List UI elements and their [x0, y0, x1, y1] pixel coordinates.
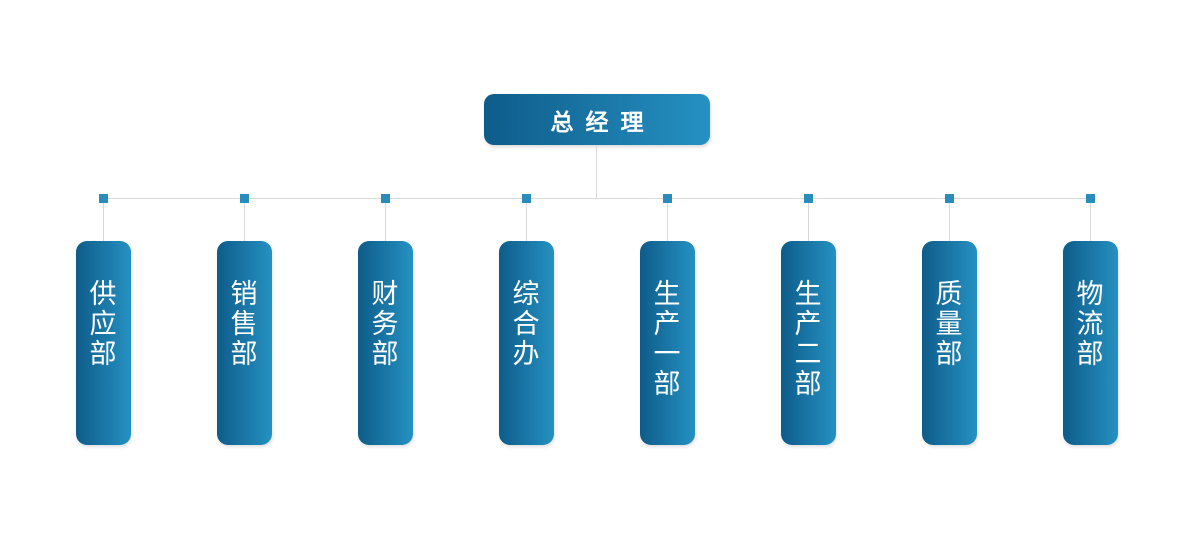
connector-node-icon: [521, 194, 531, 203]
dept-column-production-1: 生产一部: [639, 194, 695, 445]
dept-label: 生产二部: [794, 279, 822, 400]
connector-node-icon: [803, 194, 813, 203]
dept-box-quality: 质量部: [921, 241, 977, 445]
dept-box-general-office: 综合办: [498, 241, 554, 445]
dept-box-sales: 销售部: [216, 241, 272, 445]
drop-connector-line: [102, 203, 104, 241]
dept-column-finance: 财务部: [357, 194, 413, 445]
dept-label: 销售部: [230, 279, 258, 370]
dept-column-sales: 销售部: [216, 194, 272, 445]
dept-column-supply: 供应部: [75, 194, 131, 445]
drop-connector-line: [666, 203, 668, 241]
root-node-label: 总经理: [550, 109, 656, 136]
dept-label: 综合办: [512, 279, 540, 370]
horizontal-connector-line: [103, 198, 1090, 199]
dept-label: 质量部: [935, 279, 963, 370]
root-node-general-manager: 总经理: [484, 94, 710, 145]
dept-label: 财务部: [371, 279, 399, 370]
drop-connector-line: [948, 203, 950, 241]
connector-node-icon: [662, 194, 672, 203]
root-connector-line: [596, 145, 597, 198]
connector-node-icon: [1085, 194, 1095, 203]
dept-box-logistics: 物流部: [1062, 241, 1118, 445]
drop-connector-line: [525, 203, 527, 241]
dept-column-general-office: 综合办: [498, 194, 554, 445]
dept-column-production-2: 生产二部: [780, 194, 836, 445]
dept-label: 生产一部: [653, 279, 681, 400]
connector-node-icon: [239, 194, 249, 203]
dept-column-logistics: 物流部: [1062, 194, 1118, 445]
drop-connector-line: [243, 203, 245, 241]
drop-connector-line: [1089, 203, 1091, 241]
drop-connector-line: [807, 203, 809, 241]
dept-box-supply: 供应部: [75, 241, 131, 445]
dept-label: 供应部: [89, 279, 117, 370]
connector-node-icon: [380, 194, 390, 203]
connector-node-icon: [944, 194, 954, 203]
connector-node-icon: [98, 194, 108, 203]
dept-label: 物流部: [1076, 279, 1104, 370]
dept-box-finance: 财务部: [357, 241, 413, 445]
dept-box-production-2: 生产二部: [780, 241, 836, 445]
drop-connector-line: [384, 203, 386, 241]
dept-box-production-1: 生产一部: [639, 241, 695, 445]
dept-column-quality: 质量部: [921, 194, 977, 445]
